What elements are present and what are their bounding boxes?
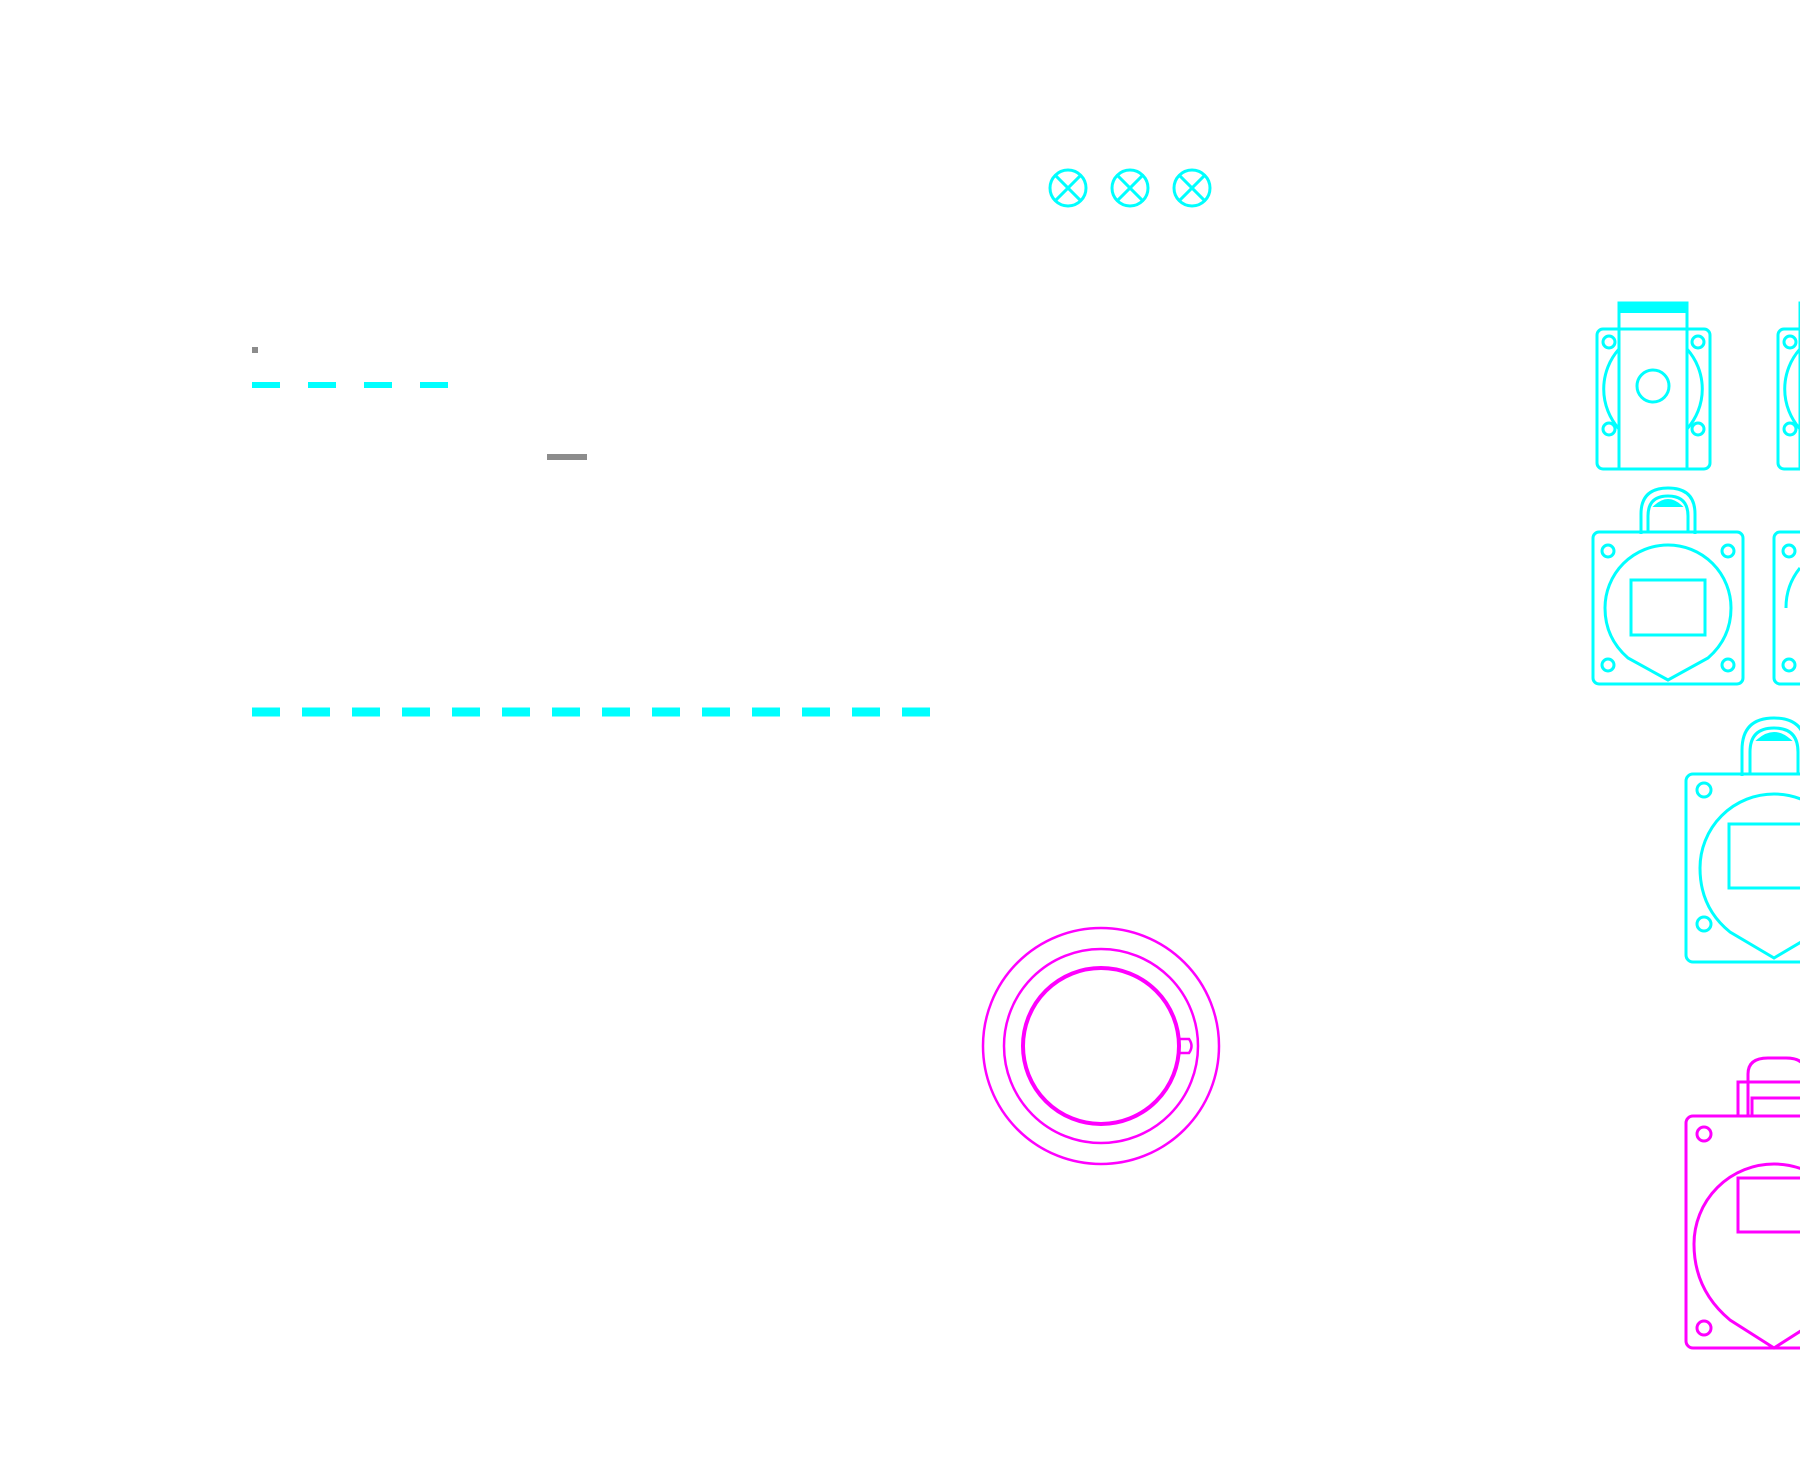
round-socket-icon (981, 926, 1221, 1166)
lamp-row (1048, 168, 1212, 208)
panel-socket-square-icon (1776, 301, 1800, 471)
line-fragments (252, 347, 940, 717)
lamp-symbol (1172, 168, 1212, 208)
industrial-socket-icon (1684, 1056, 1800, 1350)
industrial-socket-icon (1684, 716, 1800, 964)
industrial-socket-icon (1772, 530, 1800, 686)
gray-dot-fragment (252, 347, 258, 353)
lamp-symbol (1048, 168, 1088, 208)
panel-socket-square-icon (1595, 301, 1712, 471)
lamp-symbol (1110, 168, 1150, 208)
industrial-socket-icon (1591, 486, 1745, 686)
